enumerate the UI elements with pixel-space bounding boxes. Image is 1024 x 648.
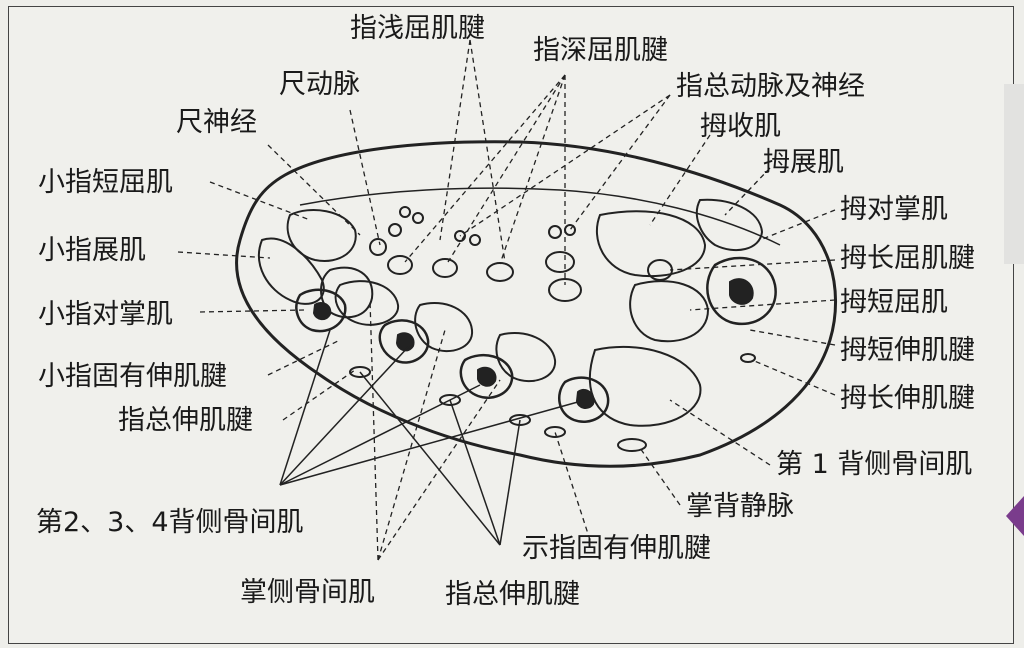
interosseous-3 [495,332,557,383]
label-extensor-indicis-tendon: 示指固有伸肌腱 [522,533,711,564]
page-edge-block [1004,84,1024,264]
metacarpal-1 [706,256,777,326]
solid-pointers [279,329,586,546]
label-dorsal-metacarpal-vein: 掌背静脉 [686,491,794,522]
metacarpal-4 [378,319,430,364]
abductor-dm-muscle [257,237,325,305]
label-common-digital: 指总动脉及神经 [676,71,865,102]
label-fdm-brevis: 小指短屈肌 [38,167,173,198]
label-fpb: 拇短屈肌 [840,287,948,318]
label-abductor-pollicis: 拇展肌 [763,147,844,178]
label-dorsal-interossei-234: 第2、3、4背侧骨间肌 [36,507,304,538]
label-first-dorsal-interosseous: 第 1 背侧骨间肌 [776,449,973,480]
adductor-pollicis-muscle [595,210,707,278]
hand-outline [235,140,837,468]
figure-frame [8,6,1014,644]
label-opponens-pollicis: 拇对掌肌 [840,194,948,225]
label-fds: 指浅屈肌腱 [350,13,485,44]
label-ulnar-artery: 尺动脉 [279,69,360,100]
metacarpal-2 [557,376,610,423]
interosseous-1 [334,280,400,326]
fpb-muscle [629,280,710,343]
leader-lines [177,39,836,561]
page-corner-marker [1006,496,1024,536]
metacarpal-3 [459,353,514,399]
label-abductor-dm: 小指展肌 [38,235,146,266]
label-fdp: 指深屈肌腱 [533,35,668,66]
opponens-dm-muscle [320,266,374,319]
abductor-pollicis-muscle [695,198,764,252]
label-epb-tendon: 拇短伸肌腱 [840,335,975,366]
interosseous-2 [414,302,474,353]
label-palmar-interossei: 掌侧骨间肌 [240,577,375,608]
label-ed-tendon-bottom: 指总伸肌腱 [445,579,580,610]
label-edm-tendon: 小指固有伸肌腱 [38,361,227,392]
metacarpal-5 [295,288,347,333]
label-epl-tendon: 拇长伸肌腱 [840,383,975,414]
label-adductor-pollicis: 拇收肌 [700,111,781,142]
first-dorsal-interosseous-muscle [589,346,702,427]
label-opponens-dm: 小指对掌肌 [38,299,173,330]
fdm-brevis-muscle [286,209,357,262]
label-ulnar-nerve: 尺神经 [176,107,257,138]
fascia-line [299,187,781,246]
label-fpl-tendon: 拇长屈肌腱 [840,243,975,274]
label-ed-tendon-left: 指总伸肌腱 [118,405,253,436]
